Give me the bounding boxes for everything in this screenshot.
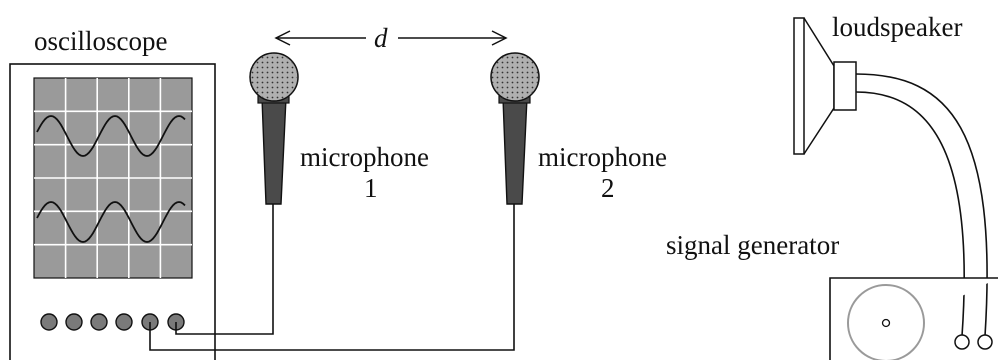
oscilloscope-knobs [40, 313, 185, 331]
oscilloscope [9, 63, 216, 360]
distance-arrow [274, 30, 508, 46]
output-terminal-1 [954, 334, 970, 350]
loudspeaker-driver [833, 61, 857, 111]
microphone-1-number: 1 [364, 173, 378, 203]
signal-generator [829, 277, 998, 360]
signal-generator-casing [829, 277, 998, 360]
knob [40, 313, 58, 331]
waveform-trace-1 [36, 115, 186, 157]
dial-centre [881, 318, 891, 328]
loudspeaker-front-plate [793, 17, 805, 155]
cable-microphone-2 [149, 204, 515, 351]
cable-microphone-1 [175, 204, 274, 335]
output-terminal-2 [977, 334, 993, 350]
loudspeaker-cone [803, 17, 835, 155]
microphone-1-mesh [250, 53, 298, 101]
microphone-2-label: microphone [538, 142, 667, 172]
loudspeaker-cable [855, 73, 988, 337]
loudspeaker-label: loudspeaker [832, 12, 962, 42]
oscilloscope-label: oscilloscope [34, 26, 167, 56]
waveform-trace-2 [36, 201, 186, 243]
loudspeaker [793, 17, 857, 155]
knob [90, 313, 108, 331]
distance-arrowhead-left [274, 30, 291, 46]
distance-label: d [374, 23, 388, 53]
signal-generator-label: signal generator [666, 230, 839, 260]
microphone-2-number: 2 [601, 173, 615, 203]
microphone-1 [249, 52, 299, 205]
knob [115, 313, 133, 331]
distance-arrowhead-right [491, 30, 508, 46]
signal-generator-dial [847, 284, 925, 360]
screen-grid [34, 78, 192, 278]
microphone-2 [490, 52, 540, 205]
microphone-cables [149, 204, 515, 351]
microphone-1-handle [261, 97, 287, 205]
loudspeaker-cable-inner [855, 91, 966, 337]
microphone-1-label: microphone [300, 142, 429, 172]
microphone-2-handle [502, 97, 528, 205]
microphone-2-mesh [491, 53, 539, 101]
loudspeaker-cable-outer [855, 73, 988, 337]
knob [65, 313, 83, 331]
